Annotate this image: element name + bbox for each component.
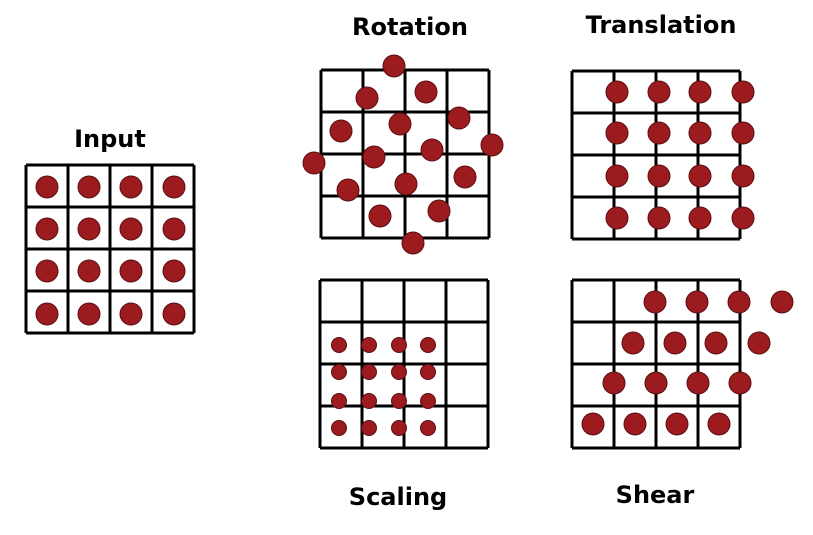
shear-title: Shear — [616, 481, 695, 509]
shear-dot — [621, 331, 645, 355]
translation-dot — [688, 206, 712, 230]
input-dot — [162, 259, 186, 283]
translation-dot — [647, 206, 671, 230]
rotation-dot — [420, 138, 444, 162]
scaling-dot — [331, 393, 347, 409]
scaling-dot — [361, 393, 377, 409]
scaling-dot — [331, 420, 347, 436]
rotation-dot — [355, 86, 379, 110]
shear-dot — [770, 290, 794, 314]
scaling-dot — [420, 393, 436, 409]
translation-dot — [605, 206, 629, 230]
input-dot — [35, 259, 59, 283]
rotation-dot — [427, 199, 451, 223]
translation-dot — [731, 164, 755, 188]
rotation-panel — [302, 54, 504, 255]
rotation-dot — [329, 119, 353, 143]
shear-dot — [727, 290, 751, 314]
shear-dot — [602, 371, 626, 395]
shear-panel — [570, 278, 794, 450]
translation-panel — [570, 69, 755, 241]
scaling-dot — [361, 420, 377, 436]
rotation-dot — [414, 80, 438, 104]
input-dot — [119, 217, 143, 241]
shear-dot — [685, 290, 709, 314]
scaling-dot — [391, 420, 407, 436]
translation-dot — [731, 121, 755, 145]
rotation-dot — [336, 178, 360, 202]
rotation-dot — [401, 231, 425, 255]
input-dot — [35, 175, 59, 199]
scaling-dot — [391, 393, 407, 409]
shear-dot — [707, 412, 731, 436]
shear-dot — [623, 412, 647, 436]
input-dot — [162, 302, 186, 326]
input-dot — [119, 302, 143, 326]
input-dot — [162, 217, 186, 241]
translation-title: Translation — [586, 11, 737, 39]
scaling-dot — [391, 364, 407, 380]
input-dot — [162, 175, 186, 199]
rotation-title: Rotation — [352, 13, 468, 41]
shear-dot — [704, 331, 728, 355]
translation-dot — [605, 80, 629, 104]
input-dot — [119, 259, 143, 283]
scaling-dot — [361, 337, 377, 353]
translation-dot — [647, 80, 671, 104]
input-title: Input — [74, 125, 146, 153]
rotation-dot — [394, 172, 418, 196]
shear-dot — [643, 290, 667, 314]
translation-dot — [647, 121, 671, 145]
input-dot — [77, 175, 101, 199]
translation-dot — [688, 80, 712, 104]
shear-dot — [663, 331, 687, 355]
shear-dot — [728, 371, 752, 395]
scaling-dot — [420, 337, 436, 353]
translation-dot — [731, 206, 755, 230]
shear-dot — [644, 371, 668, 395]
translation-dot — [688, 164, 712, 188]
translation-dot — [605, 121, 629, 145]
translation-dot — [605, 164, 629, 188]
input-dot — [77, 302, 101, 326]
scaling-dot — [420, 364, 436, 380]
scaling-panel — [318, 278, 490, 450]
shear-dot — [686, 371, 710, 395]
scaling-dot — [420, 420, 436, 436]
translation-dot — [688, 121, 712, 145]
input-panel — [24, 163, 196, 335]
input-dot — [35, 302, 59, 326]
scaling-dot — [331, 364, 347, 380]
rotation-dot — [362, 145, 386, 169]
rotation-dot — [382, 54, 406, 78]
rotation-dot — [302, 151, 326, 175]
translation-dot — [647, 164, 671, 188]
input-dot — [77, 259, 101, 283]
input-dot — [77, 217, 101, 241]
scaling-dot — [331, 337, 347, 353]
translation-dot — [731, 80, 755, 104]
rotation-dot — [453, 165, 477, 189]
shear-dot — [581, 412, 605, 436]
scaling-dot — [391, 337, 407, 353]
rotation-dot — [368, 204, 392, 228]
scaling-title: Scaling — [349, 483, 447, 511]
shear-dot — [665, 412, 689, 436]
rotation-dot — [388, 112, 412, 136]
scaling-dot — [361, 364, 377, 380]
input-dot — [35, 217, 59, 241]
input-dot — [119, 175, 143, 199]
rotation-dot — [480, 133, 504, 157]
shear-dot — [747, 331, 771, 355]
rotation-dot — [447, 106, 471, 130]
